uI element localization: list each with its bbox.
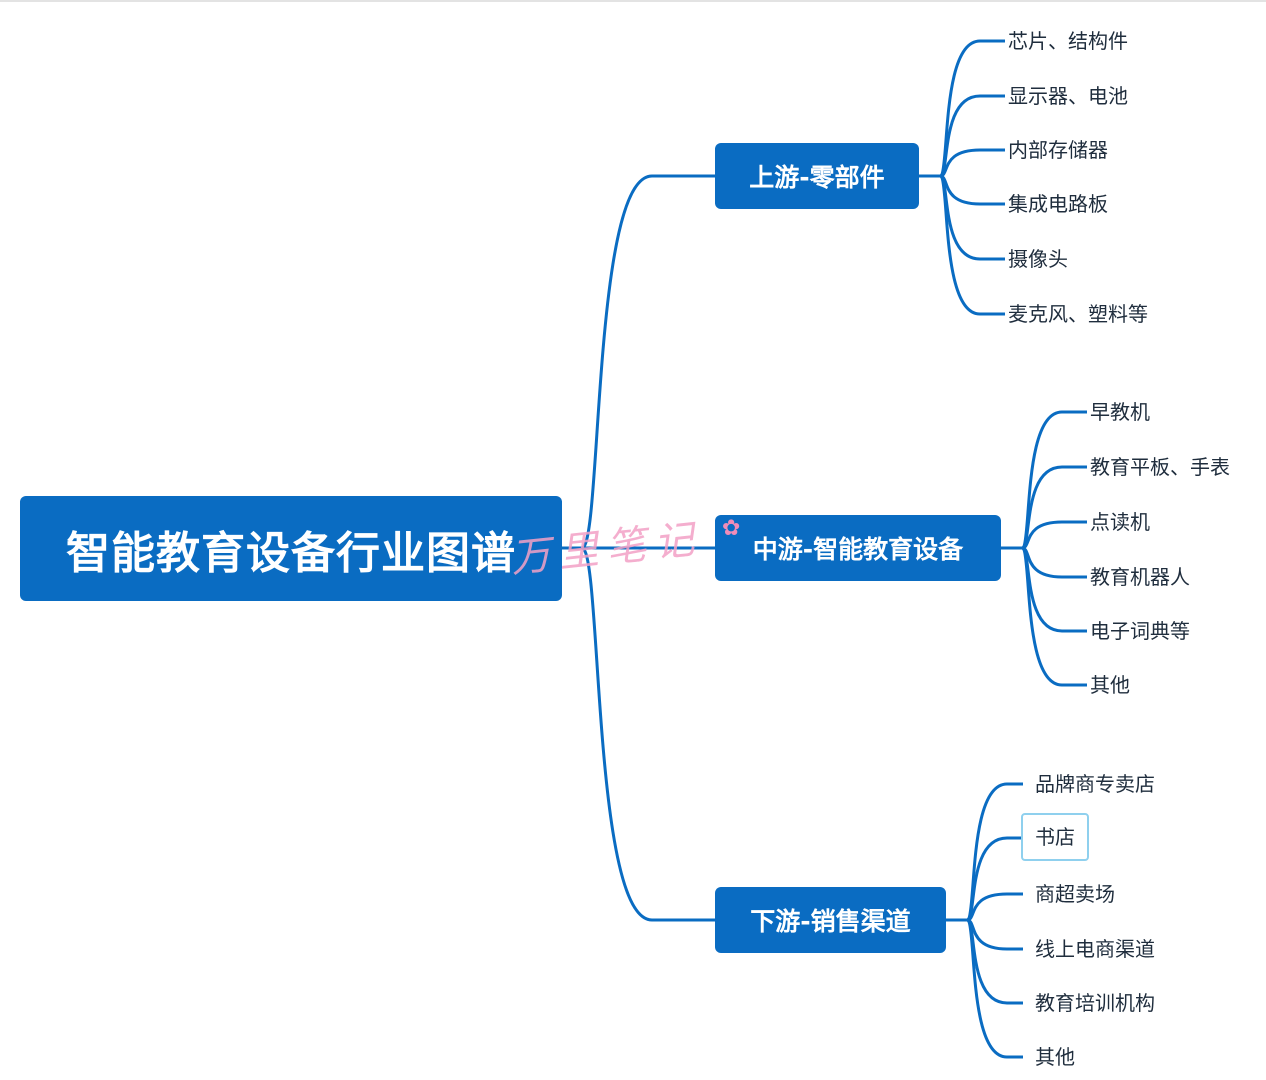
root-node[interactable]: 智能教育设备行业图谱: [20, 496, 562, 601]
connector-line: [1020, 410, 1087, 550]
leaf-node[interactable]: 线上电商渠道: [1035, 937, 1155, 961]
leaf-node[interactable]: 早教机: [1090, 400, 1150, 424]
branch-label: 上游-零部件: [749, 163, 885, 192]
leaf-node[interactable]: 商超卖场: [1035, 882, 1115, 906]
connector-line: [1021, 546, 1087, 579]
leaf-node[interactable]: 麦克风、塑料等: [1008, 302, 1148, 326]
branch-node-upstream[interactable]: 上游-零部件: [715, 143, 919, 209]
leaf-node[interactable]: 电子词典等: [1090, 619, 1190, 643]
connector-line: [580, 546, 715, 922]
connector-line: [965, 836, 1023, 922]
leaf-node[interactable]: 点读机: [1090, 510, 1150, 534]
branch-node-downstream[interactable]: 下游-销售渠道: [715, 887, 946, 953]
connector-line: [939, 174, 1005, 206]
connector-line: [1021, 520, 1087, 550]
connector-line: [966, 918, 1023, 951]
connector-line: [938, 174, 1005, 316]
leaf-node[interactable]: 显示器、电池: [1008, 84, 1128, 108]
branch-label: 下游-销售渠道: [750, 907, 911, 936]
leaf-node[interactable]: 教育平板、手表: [1090, 455, 1230, 479]
leaf-node[interactable]: 内部存储器: [1008, 138, 1108, 162]
leaf-node[interactable]: 教育培训机构: [1035, 991, 1155, 1015]
connector-line: [966, 892, 1023, 922]
leaf-node[interactable]: 教育机器人: [1090, 565, 1190, 589]
flower-icon: ✿: [722, 516, 741, 541]
leaf-node[interactable]: 品牌商专卖店: [1035, 772, 1155, 796]
leaf-node[interactable]: 其他: [1090, 673, 1130, 697]
leaf-node[interactable]: 摄像头: [1008, 247, 1068, 271]
connector-line: [580, 174, 715, 550]
leaf-node[interactable]: 芯片、结构件: [1008, 29, 1128, 53]
connector-line: [939, 148, 1005, 178]
branch-label: 中游-智能教育设备: [752, 535, 964, 564]
leaf-node-selected[interactable]: 书店: [1021, 813, 1089, 861]
leaf-node[interactable]: 集成电路板: [1008, 192, 1108, 216]
connector-line: [938, 39, 1005, 178]
root-node-label: 智能教育设备行业图谱: [66, 527, 516, 579]
connector-line: [1020, 546, 1087, 687]
top-divider: [0, 0, 1266, 2]
connector-line: [965, 918, 1023, 1059]
leaf-node[interactable]: 其他: [1035, 1045, 1075, 1069]
connector-line: [965, 782, 1023, 922]
branch-node-midstream[interactable]: 中游-智能教育设备: [715, 515, 1001, 581]
